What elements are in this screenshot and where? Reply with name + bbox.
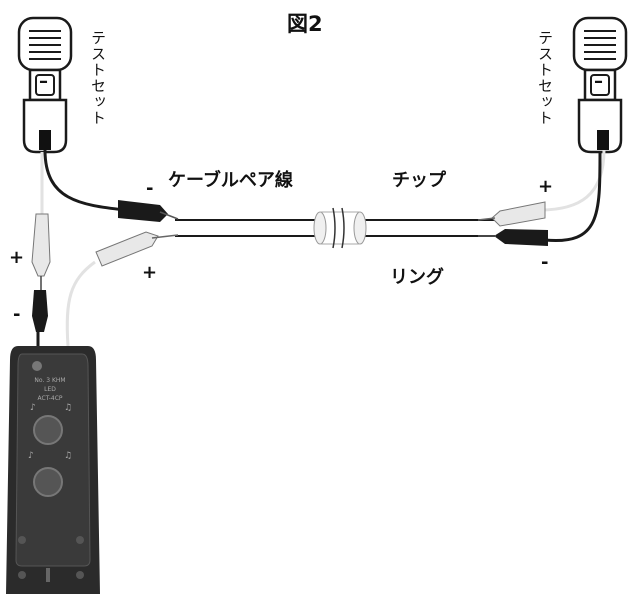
speaker-icon: ♪ <box>30 403 36 413</box>
tester-model: No. 3 KHM <box>34 377 65 384</box>
test-set-left-label: テストセット <box>89 30 107 126</box>
round-button-bottom <box>33 467 63 497</box>
polarity-plus-left-bottom: + <box>142 262 158 283</box>
led-icon <box>32 361 42 371</box>
clip-left-white <box>95 231 179 267</box>
round-button-top <box>33 415 63 445</box>
note-icon-right: ♫ <box>64 451 72 461</box>
polarity-minus-right-bottom: - <box>541 252 549 273</box>
cable-label: ケーブルペア線 <box>168 170 293 191</box>
wire-right-black <box>544 151 602 243</box>
clip-right-black <box>478 229 548 246</box>
wire-tester-white <box>65 260 96 347</box>
tester-label: LED <box>44 386 56 393</box>
polarity-plus-tester: + <box>9 247 25 268</box>
tester-device: No. 3 KHM LED ACT-4CP ♪ ♫ ♪ ♫ <box>6 346 100 594</box>
ring-label: リング <box>390 267 444 288</box>
test-set-left <box>17 16 73 154</box>
test-set-left-button: – <box>39 71 48 92</box>
clip-tester-white <box>31 213 51 277</box>
clip-right-white <box>477 201 546 227</box>
polarity-minus-left-top: - <box>146 178 154 199</box>
tester-sub: ACT-4CP <box>37 395 62 402</box>
speaker-icon-right: ♫ <box>64 403 72 413</box>
test-set-right-button: – <box>594 71 603 92</box>
wire-right-white <box>539 149 606 212</box>
clip-tester-black <box>32 276 48 332</box>
figure-title: 図2 <box>287 12 323 36</box>
wire-left-black <box>43 149 126 212</box>
polarity-plus-right-top: + <box>538 176 554 197</box>
cable-pair <box>175 207 495 249</box>
polarity-minus-tester: - <box>13 304 21 325</box>
break-mark <box>332 207 336 249</box>
tip-label: チップ <box>392 170 446 191</box>
test-set-right <box>572 16 628 154</box>
clip-left-black <box>118 200 179 222</box>
note-icon: ♪ <box>28 451 34 461</box>
test-set-right-label: テストセット <box>536 30 554 126</box>
